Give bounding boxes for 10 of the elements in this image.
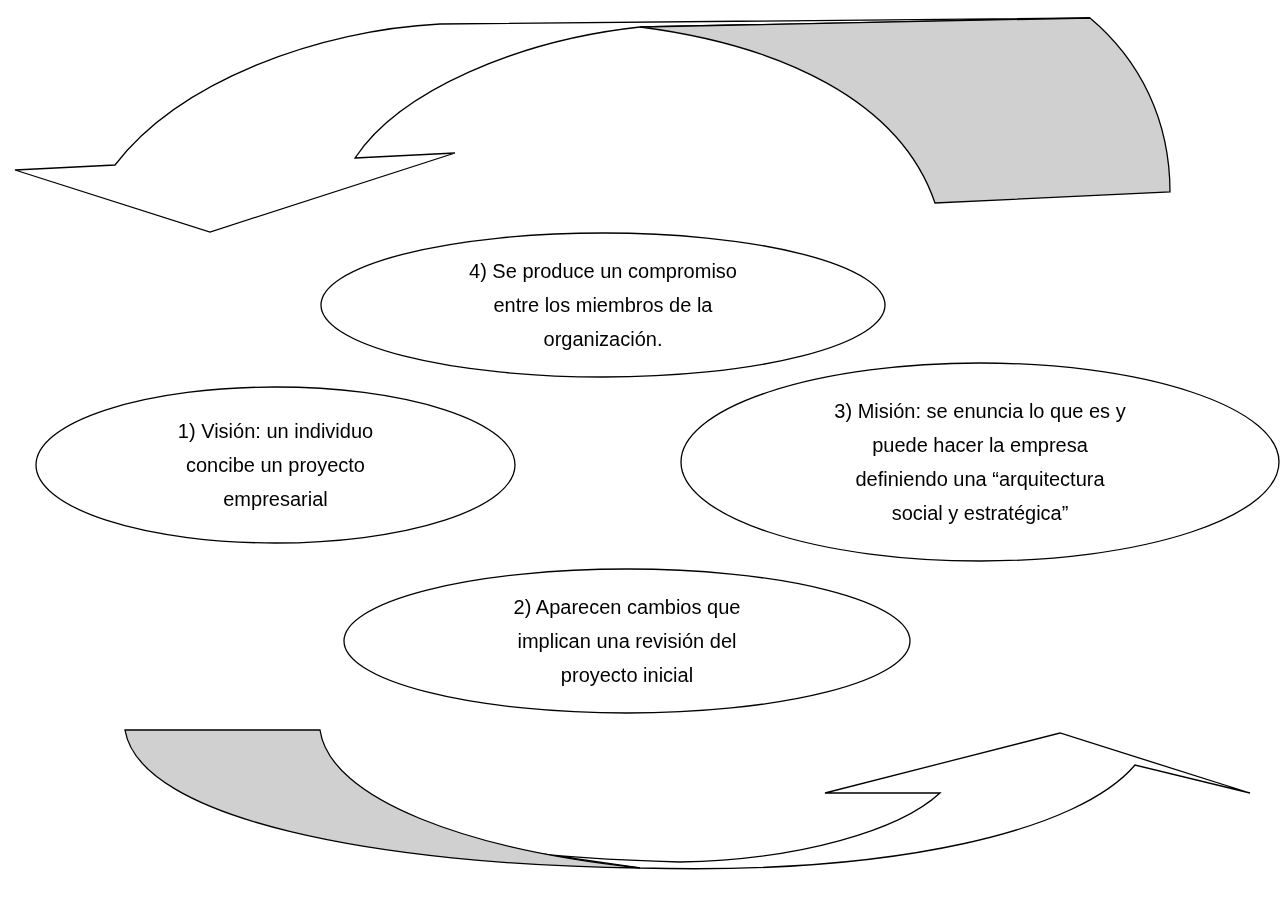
node-text: 4) Se produce un compromiso entre los miembros de la organización.: [468, 259, 738, 352]
ellipse-node: [680, 362, 1280, 562]
node-text: 3) Misión: se enuncia lo que es y puede hacer la empresa definiendo una “arquitectura social y estratégica”: [833, 399, 1127, 526]
curved-block-arrow: [14, 17, 1171, 233]
ellipse-node: [343, 568, 911, 714]
node-text: 2) Aparecen cambios que implican una revisión del proyecto inicial: [512, 595, 742, 688]
node-text: 1) Visión: un individuo concibe un proyecto empresarial: [176, 419, 375, 512]
ellipse-node: [320, 232, 886, 378]
ellipse-node: [35, 386, 516, 544]
curved-block-arrow: [124, 729, 1251, 870]
